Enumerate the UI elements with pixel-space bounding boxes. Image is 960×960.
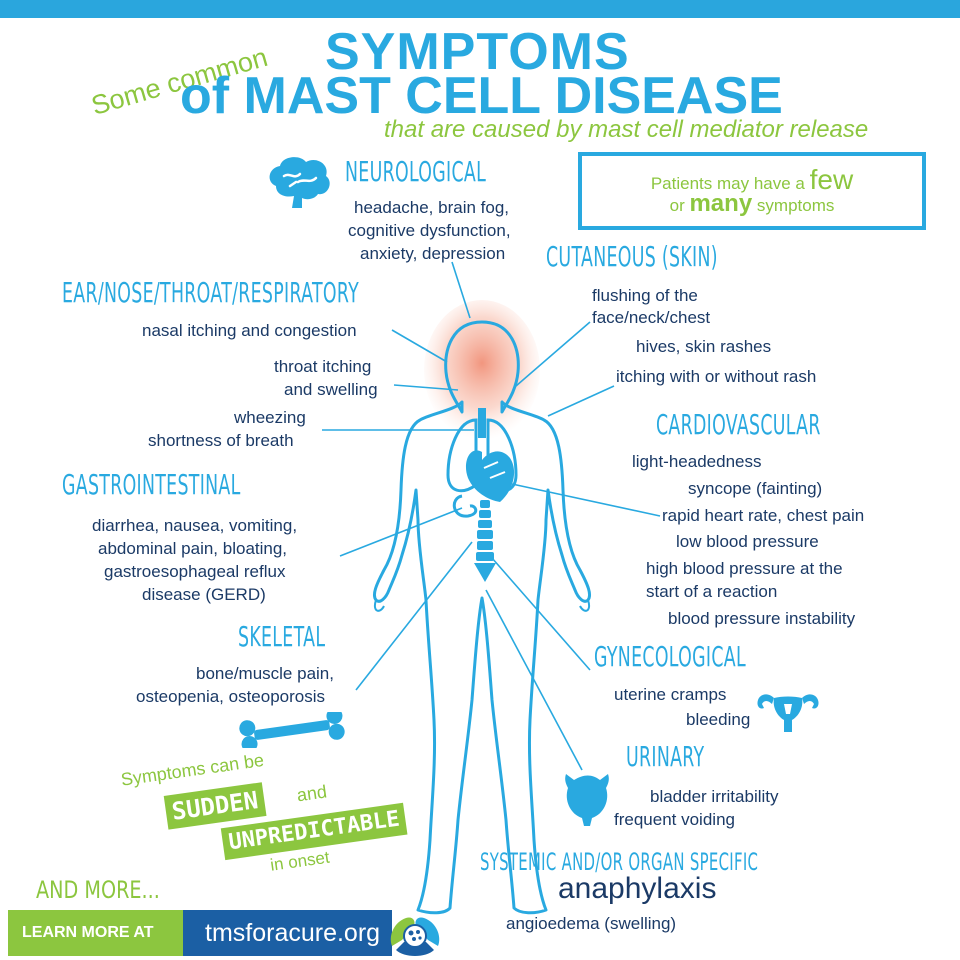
callout-line1: Patients may have a xyxy=(650,174,805,193)
cardio-item-5: high blood pressure at the xyxy=(646,559,843,578)
heart xyxy=(465,450,515,502)
title-line2: of MAST CELL DISEASE xyxy=(180,67,783,125)
neurological-item-1: headache, brain fog, xyxy=(354,198,510,217)
spine xyxy=(474,500,496,582)
systemic-item-angioedema: angioedema (swelling) xyxy=(506,914,677,933)
category-gastro-title: GASTROINTESTINAL xyxy=(62,468,241,501)
gyneco-item-2: bleeding xyxy=(686,710,751,729)
gastro-item-3: gastroesophageal reflux xyxy=(104,562,286,581)
category-urinary-title: URINARY xyxy=(626,740,705,773)
skeletal-item-1: bone/muscle pain, xyxy=(196,664,334,683)
gastro-item-2: abdominal pain, bloating, xyxy=(98,539,288,558)
title-symptoms: SYMPTOMS xyxy=(325,23,630,81)
ent-item-throat-2: and swelling xyxy=(284,380,378,399)
ent-item-breath: shortness of breath xyxy=(148,431,294,450)
cardio-item-3: rapid heart rate, chest pain xyxy=(662,506,865,525)
bone-icon xyxy=(239,712,345,748)
ent-item-nasal: nasal itching and congestion xyxy=(142,321,357,340)
cardio-item-2: syncope (fainting) xyxy=(688,479,823,498)
brain-icon xyxy=(269,157,330,208)
patients-callout: Patients may have a few or many symptoms xyxy=(578,152,926,230)
lung-left xyxy=(446,418,478,493)
skeletal-item-2: osteopenia, osteoporosis xyxy=(136,687,326,706)
urinary-item-2: frequent voiding xyxy=(614,810,735,829)
and-more: AND MORE... xyxy=(36,876,160,904)
urinary-item-1: bladder irritability xyxy=(650,787,779,806)
cutaneous-item-itching: itching with or without rash xyxy=(616,367,817,386)
cardio-item-7: blood pressure instability xyxy=(668,609,856,628)
systemic-anaphylaxis: anaphylaxis xyxy=(558,872,717,905)
hands-logo-icon xyxy=(390,917,440,956)
category-skeletal-title: SKELETAL xyxy=(238,620,326,653)
bladder-icon xyxy=(565,774,609,826)
gastro-item-4: disease (GERD) xyxy=(142,585,266,604)
gyneco-item-1: uterine cramps xyxy=(614,685,727,704)
cardio-item-1: light-headedness xyxy=(632,452,762,471)
cutaneous-item-flushing-2: face/neck/chest xyxy=(592,308,711,327)
category-neurological-title: NEUROLOGICAL xyxy=(345,155,487,188)
gastro-item-1: diarrhea, nausea, vomiting, xyxy=(92,516,298,535)
category-cutaneous-title: CUTANEOUS (SKIN) xyxy=(546,240,718,273)
connector-lines xyxy=(322,261,661,771)
category-ent-title: EAR/NOSE/THROAT/RESPIRATORY xyxy=(62,276,360,309)
body-outline xyxy=(372,320,592,915)
callout-or: or xyxy=(669,196,685,215)
neurological-item-2: cognitive dysfunction, xyxy=(348,221,511,240)
sudden-and: and xyxy=(295,781,329,806)
callout-many: many xyxy=(689,190,753,217)
learn-more-label: LEARN MORE AT xyxy=(8,910,183,956)
category-cardio-title: CARDIOVASCULAR xyxy=(656,408,821,441)
stomach xyxy=(452,494,478,518)
sudden-badge: SUDDEN xyxy=(163,782,267,830)
learn-more-banner[interactable]: LEARN MORE AT tmsforacure.org xyxy=(8,910,392,956)
learn-more-url[interactable]: tmsforacure.org xyxy=(183,910,392,956)
callout-symptoms: symptoms xyxy=(756,196,835,215)
cutaneous-item-hives: hives, skin rashes xyxy=(636,337,772,356)
ent-item-throat-1: throat itching xyxy=(274,357,372,376)
ent-item-wheezing: wheezing xyxy=(234,408,306,427)
top-bar xyxy=(0,0,960,18)
neurological-item-3: anxiety, depression xyxy=(360,244,506,263)
cardio-item-6: start of a reaction xyxy=(646,582,778,601)
uterus-icon xyxy=(757,694,819,732)
category-gyneco-title: GYNECOLOGICAL xyxy=(594,640,746,673)
cutaneous-item-flushing-1: flushing of the xyxy=(592,286,698,305)
title-subtitle: that are caused by mast cell mediator re… xyxy=(384,116,869,143)
cardio-item-4: low blood pressure xyxy=(676,532,819,551)
category-systemic-title: SYSTEMIC AND/OR ORGAN SPECIFIC xyxy=(480,848,759,876)
callout-few: few xyxy=(809,164,854,195)
